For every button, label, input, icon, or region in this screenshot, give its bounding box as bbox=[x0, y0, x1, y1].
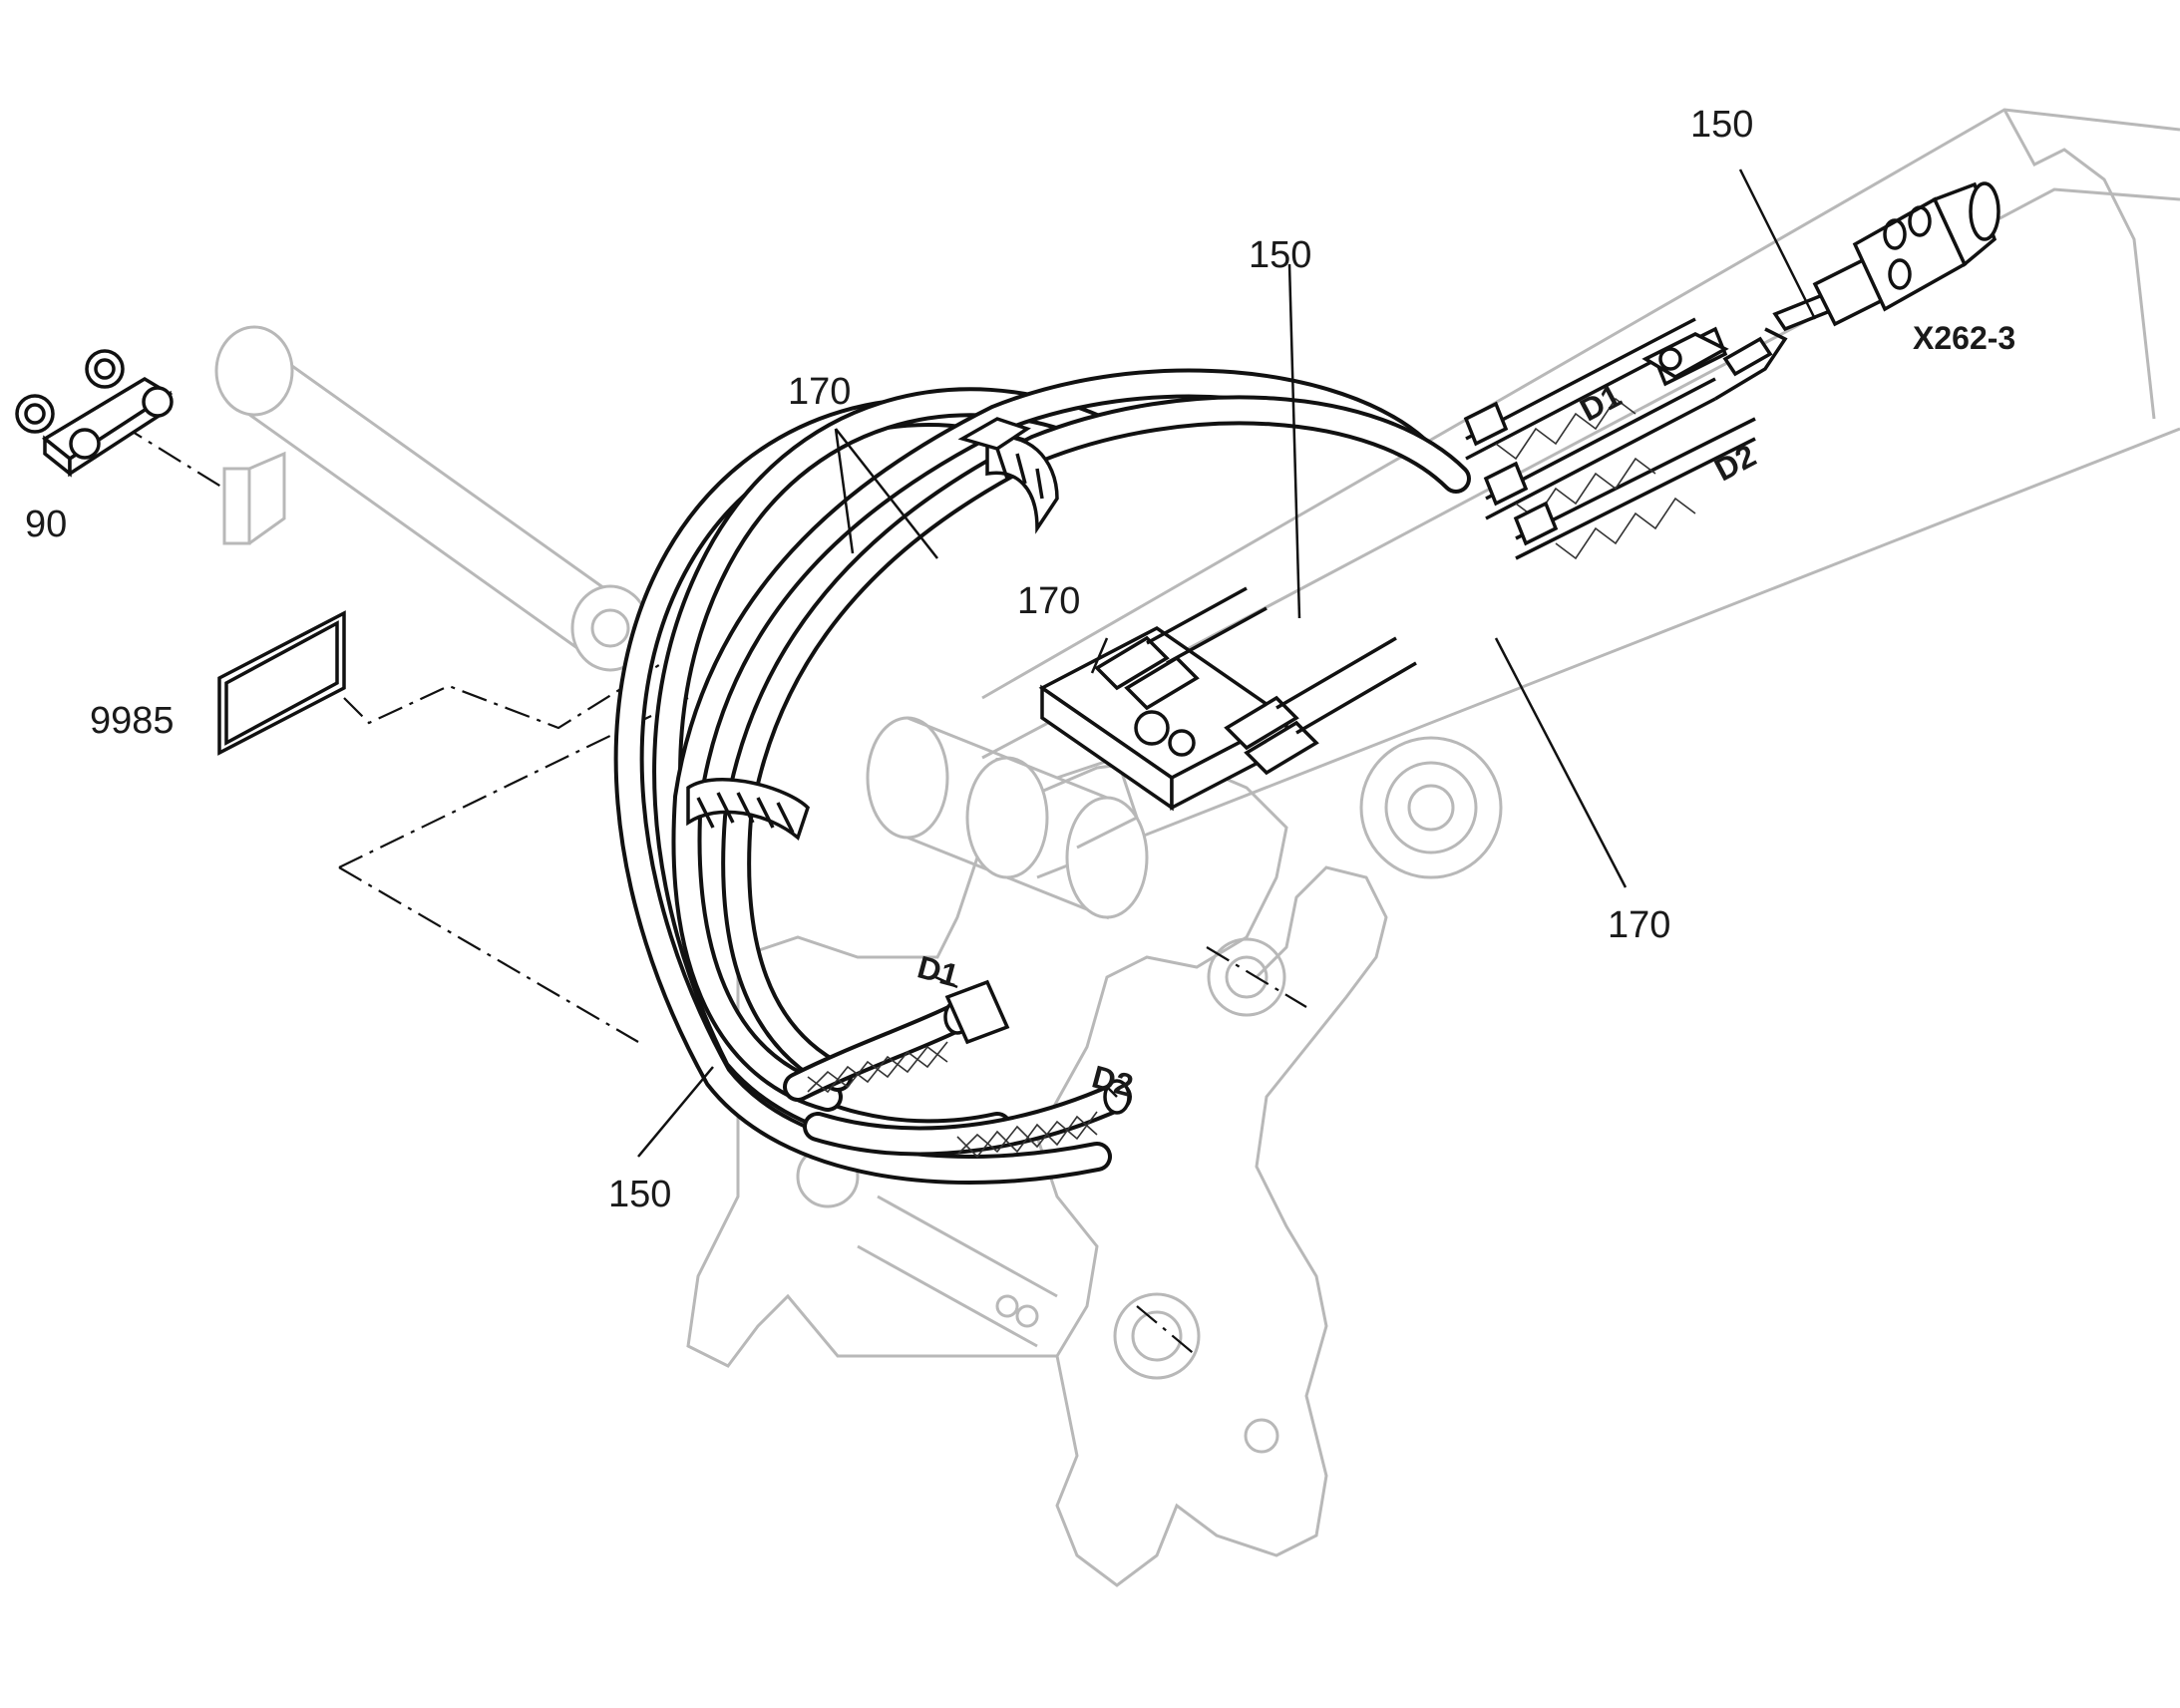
clamp-bracket-90 bbox=[15, 349, 174, 478]
decal-plate-9985 bbox=[217, 610, 346, 756]
hose-loop-bundle bbox=[613, 368, 1471, 1186]
connector-x262-3 bbox=[1772, 181, 2000, 332]
callout-9985: 9985 bbox=[90, 700, 175, 742]
leader-lines bbox=[637, 169, 1817, 1158]
assembly-centerlines bbox=[119, 423, 1307, 1357]
connector-label: X262-3 bbox=[1913, 320, 2015, 356]
boom-hose-run bbox=[1463, 317, 1788, 560]
boom-arm-ghost bbox=[981, 108, 2180, 879]
callout-90: 90 bbox=[25, 504, 67, 545]
hose-clamps bbox=[686, 417, 1059, 841]
callout-170-top: 170 bbox=[788, 371, 851, 413]
braided-hose-ends bbox=[783, 979, 1132, 1159]
bucket-linkage-ghost bbox=[686, 716, 1388, 1587]
callout-150-top: 150 bbox=[1690, 104, 1753, 146]
port-d2-boom: D2 bbox=[1708, 437, 1761, 488]
callout-150-bottom: 150 bbox=[608, 1174, 671, 1215]
callout-170-block: 170 bbox=[1017, 580, 1080, 622]
callout-170-right: 170 bbox=[1608, 904, 1670, 946]
pin-ghost bbox=[214, 325, 650, 672]
mounting-block-170 bbox=[1038, 586, 1417, 812]
callout-150-mid: 150 bbox=[1249, 234, 1311, 276]
